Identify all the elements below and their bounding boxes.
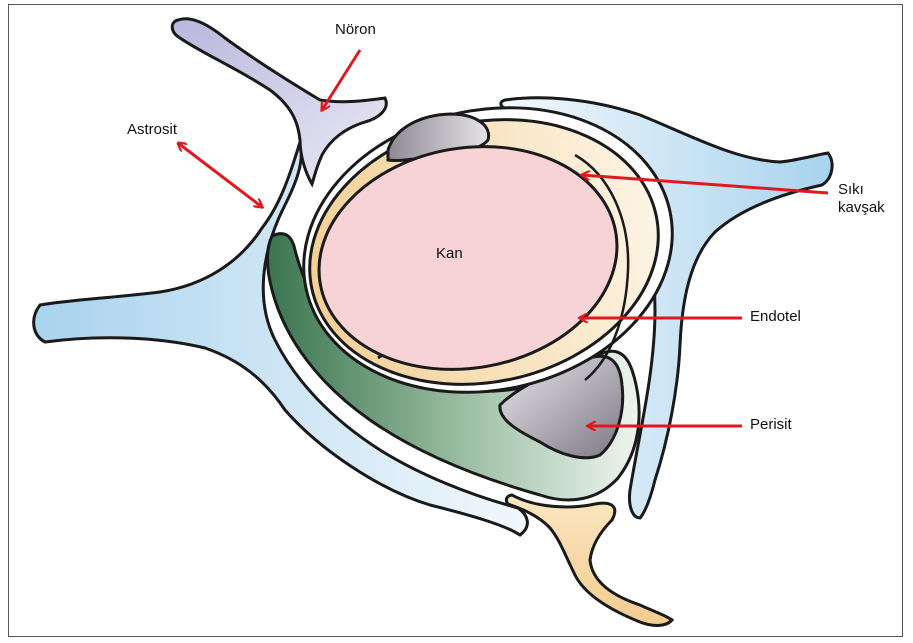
- label-perisit: Perisit: [750, 416, 792, 434]
- label-astrosit: Astrosit: [127, 121, 177, 139]
- neuron-process: [172, 19, 386, 184]
- label-noron: Nöron: [335, 21, 376, 39]
- astrocyte-endfoot-bottom: [506, 495, 672, 626]
- label-kan: Kan: [436, 245, 463, 263]
- label-endotel: Endotel: [750, 308, 801, 326]
- label-siki-line2: kavşak: [838, 199, 885, 217]
- label-siki-line1: Sıkı: [838, 181, 864, 199]
- arrow-astrosit: [178, 143, 262, 207]
